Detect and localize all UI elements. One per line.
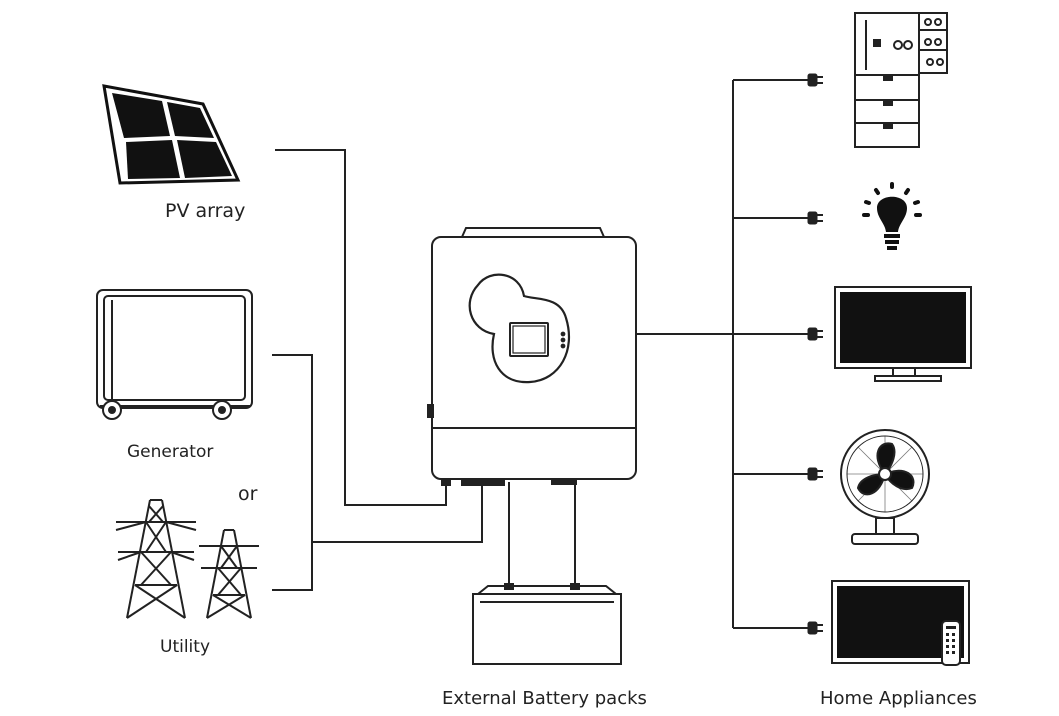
- tv-icon: [834, 286, 972, 382]
- fan-icon: [840, 429, 930, 545]
- solar-panel-icon: [102, 84, 241, 185]
- or-label: or: [238, 483, 258, 505]
- battery-icon: [472, 583, 622, 665]
- pv-array-label: PV array: [165, 200, 246, 222]
- plug-icon: [807, 467, 823, 481]
- pv-wire: [275, 149, 447, 506]
- refrigerator-icon: [854, 12, 948, 148]
- plug-icon: [807, 327, 823, 341]
- home-appliances-label: Home Appliances: [820, 688, 977, 709]
- remote-control-icon: [941, 620, 961, 666]
- wires: [272, 79, 808, 629]
- light-bulb-icon: [862, 182, 922, 250]
- battery-label: External Battery packs: [442, 688, 647, 709]
- generator-wire: [272, 354, 313, 591]
- ac-input-wire: [312, 482, 483, 543]
- plug-icon: [807, 73, 823, 87]
- utility-label: Utility: [160, 637, 211, 657]
- plug-icon: [807, 621, 823, 635]
- inverter-icon: [427, 227, 637, 486]
- generator-label: Generator: [127, 442, 214, 462]
- generator-icon: [96, 289, 253, 420]
- plug-icon: [807, 211, 823, 225]
- plugs: [807, 73, 823, 635]
- transmission-tower-icon: [115, 499, 259, 619]
